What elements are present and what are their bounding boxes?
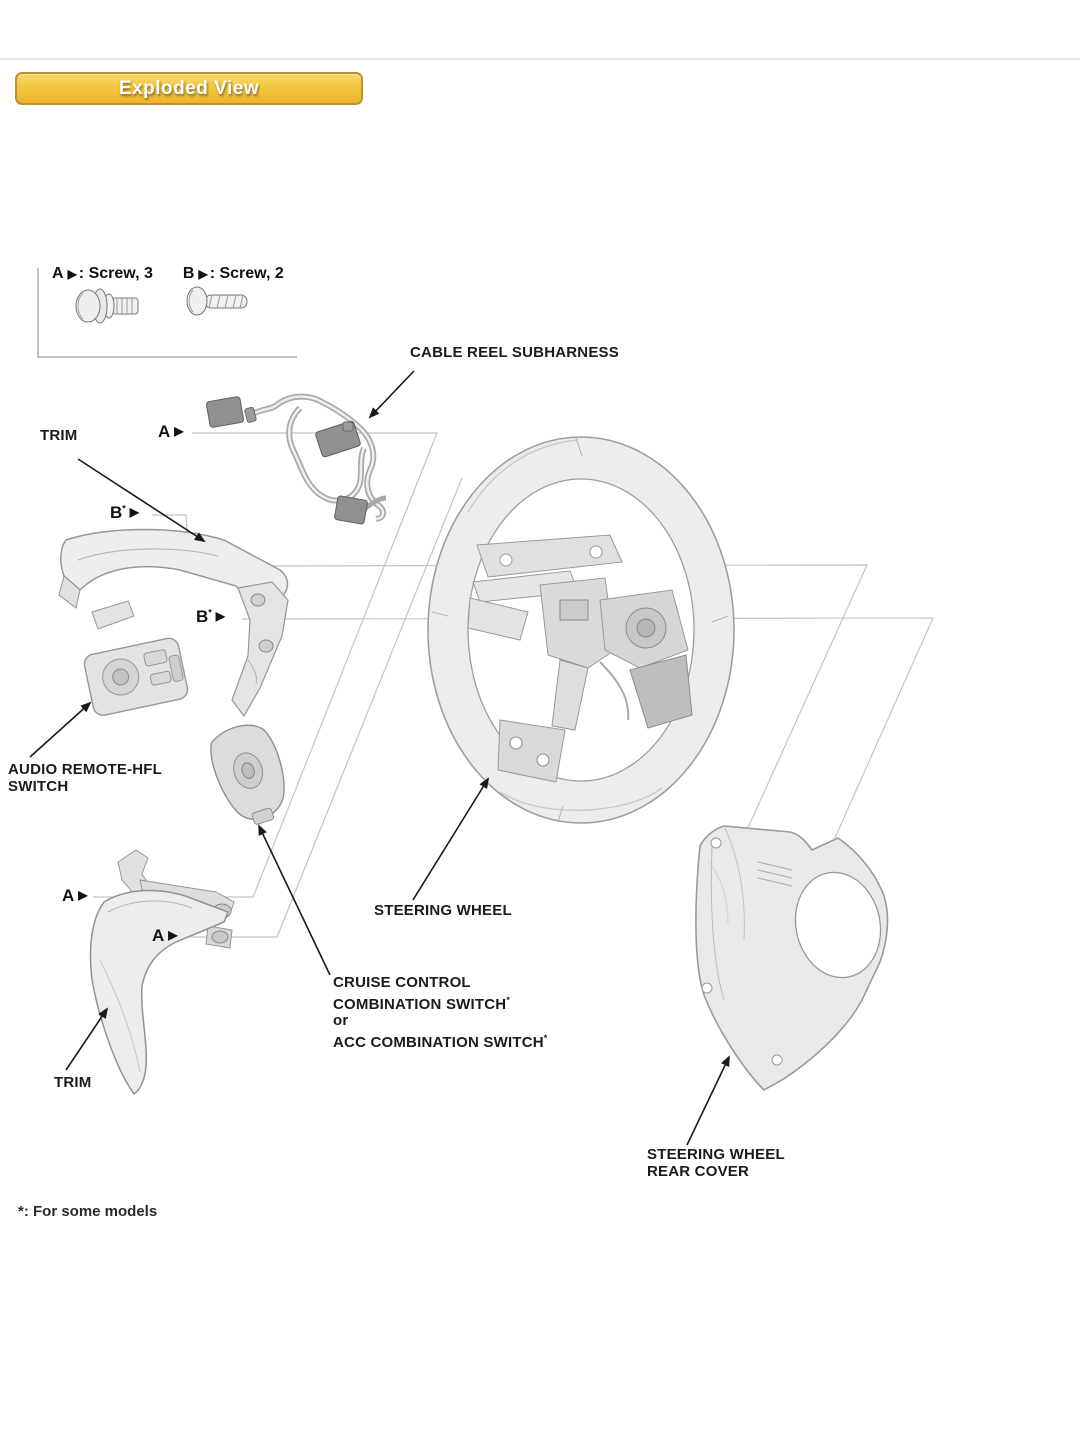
steering-wheel-drawing (427, 436, 735, 824)
legend-item-a: A ▶ : Screw, 3 (52, 265, 153, 283)
marker-arrow-icon: ▶ (215, 609, 226, 623)
label-sup: * (543, 1032, 548, 1043)
label-text: COMBINATION SWITCH (333, 995, 507, 1013)
label-steering-wheel-rear-cover: STEERING WHEEL REAR COVER (647, 1146, 785, 1180)
label-arrows (29, 370, 730, 1146)
legend-letter-b: B (182, 265, 195, 282)
label-text: ACC COMBINATION SWITCH (333, 1033, 544, 1051)
screw-marker-a-lower-2: A▶ (152, 926, 178, 946)
label-line: COMBINATION SWITCH* (333, 992, 547, 1014)
marker-letter: B (110, 503, 123, 522)
screw-marker-b-trim-lower: B*▶ (196, 607, 225, 627)
rear-cover-drawing (695, 825, 889, 1091)
label-audio-remote-hfl-switch: AUDIO REMOTE-HFL SWITCH (8, 761, 163, 795)
label-line: ACC COMBINATION SWITCH* (333, 1030, 547, 1052)
screw-a-icon (75, 288, 139, 324)
legend-letter-a: A (52, 265, 64, 282)
cruise-switch-drawing (210, 724, 285, 825)
cable-reel-subharness-drawing (205, 393, 387, 525)
marker-letter: A (158, 422, 171, 441)
marker-sup: * (122, 503, 126, 514)
label-line: or (333, 1012, 349, 1029)
marker-letter: B (196, 607, 209, 626)
marker-letter: A (152, 926, 165, 945)
label-line: REAR COVER (647, 1162, 750, 1180)
screw-legend: A ▶ : Screw, 3 B ▶ : Screw, 2 (52, 265, 284, 283)
legend-item-b: B ▶ : Screw, 2 (183, 265, 284, 283)
marker-arrow-icon: ▶ (67, 267, 77, 281)
label-trim-bottom: TRIM (54, 1074, 92, 1091)
top-divider (0, 58, 1080, 60)
marker-arrow-icon: ▶ (174, 424, 184, 438)
legend-desc-b: : Screw, 2 (209, 265, 284, 282)
label-cable-reel-subharness: CABLE REEL SUBHARNESS (410, 344, 619, 361)
footnote-for-some-models: *: For some models (18, 1203, 158, 1220)
marker-arrow-icon: ▶ (129, 505, 140, 519)
label-sup: * (506, 994, 511, 1005)
marker-arrow-icon: ▶ (168, 928, 178, 942)
label-line: STEERING WHEEL (647, 1146, 785, 1163)
marker-arrow-icon: ▶ (198, 267, 208, 281)
screw-marker-b-trim-upper: B*▶ (110, 503, 139, 523)
label-cruise-acc-switch: CRUISE CONTROL COMBINATION SWITCH* or AC… (333, 974, 547, 1052)
marker-letter: A (62, 886, 75, 905)
legend-desc-a: : Screw, 3 (78, 265, 153, 282)
label-trim-top: TRIM (40, 427, 78, 444)
legend-border (37, 268, 297, 358)
marker-sup: * (208, 607, 212, 618)
marker-arrow-icon: ▶ (78, 888, 88, 902)
trim-upper-drawing (58, 528, 289, 718)
screw-b-icon (186, 286, 248, 316)
screw-marker-a-harness: A▶ (158, 422, 184, 442)
label-line: CRUISE CONTROL (333, 974, 471, 991)
audio-remote-switch-drawing (83, 637, 189, 716)
exploded-view-button[interactable]: Exploded View (15, 72, 363, 105)
label-line: AUDIO REMOTE-HFL (8, 761, 163, 778)
trim-lower-drawing (89, 849, 235, 1096)
label-steering-wheel: STEERING WHEEL (374, 902, 512, 919)
screw-marker-a-lower-1: A▶ (62, 886, 88, 906)
label-line: SWITCH (8, 777, 69, 795)
